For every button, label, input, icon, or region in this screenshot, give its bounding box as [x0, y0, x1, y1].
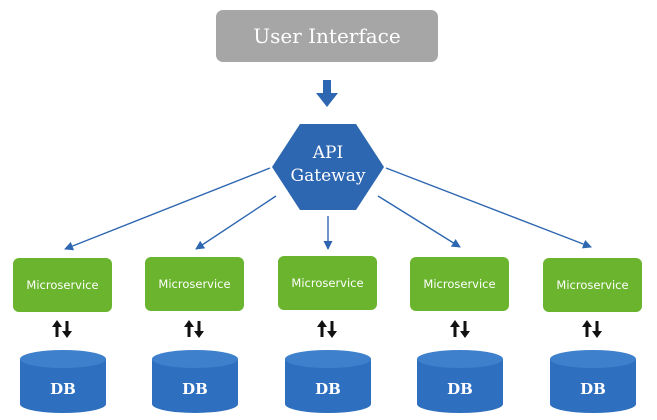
service-column-1: Microservice DB	[13, 258, 112, 413]
service-column-2: Microservice DB	[145, 257, 244, 413]
db-label: DB	[182, 380, 208, 398]
db-cylinder: DB	[285, 350, 371, 413]
microservice-box	[543, 258, 642, 312]
microservice-box	[278, 256, 377, 310]
db-label: DB	[580, 380, 606, 398]
gateway-connectors	[64, 167, 592, 251]
user-interface-label: User Interface	[253, 24, 400, 48]
microservice-box	[145, 257, 244, 311]
microservice-label: Microservice	[423, 277, 495, 291]
microservice-label: Microservice	[26, 278, 98, 292]
microservice-box	[13, 258, 112, 312]
gateway-label-line1: API	[312, 143, 343, 163]
user-interface-box: User Interface	[216, 10, 438, 62]
bidirectional-arrows-icon	[184, 320, 204, 338]
bidirectional-arrows-icon	[52, 320, 72, 338]
service-column-5: Microservice DB	[543, 258, 642, 413]
api-gateway-hexagon: API Gateway	[272, 124, 384, 210]
microservice-label: Microservice	[158, 277, 230, 291]
microservice-box	[410, 257, 509, 311]
microservice-label: Microservice	[291, 276, 363, 290]
db-cylinder: DB	[550, 350, 636, 413]
db-cylinder: DB	[20, 350, 106, 413]
connector-arrow-2	[195, 195, 277, 250]
ui-to-gateway-arrow	[316, 80, 338, 107]
db-label: DB	[447, 380, 473, 398]
bidirectional-arrows-icon	[582, 320, 602, 338]
connector-arrow-5	[385, 167, 592, 249]
db-label: DB	[50, 380, 76, 398]
service-column-4: Microservice DB	[410, 257, 509, 413]
db-cylinder: DB	[152, 350, 238, 413]
db-cylinder: DB	[417, 350, 503, 413]
microservice-label: Microservice	[556, 278, 628, 292]
bidirectional-arrows-icon	[317, 320, 337, 338]
connector-arrow-1	[64, 167, 271, 251]
gateway-label-line2: Gateway	[291, 166, 366, 186]
db-label: DB	[315, 380, 341, 398]
service-column-3: Microservice DB	[278, 256, 377, 413]
connector-arrow-4	[377, 195, 461, 248]
bidirectional-arrows-icon	[450, 320, 470, 338]
